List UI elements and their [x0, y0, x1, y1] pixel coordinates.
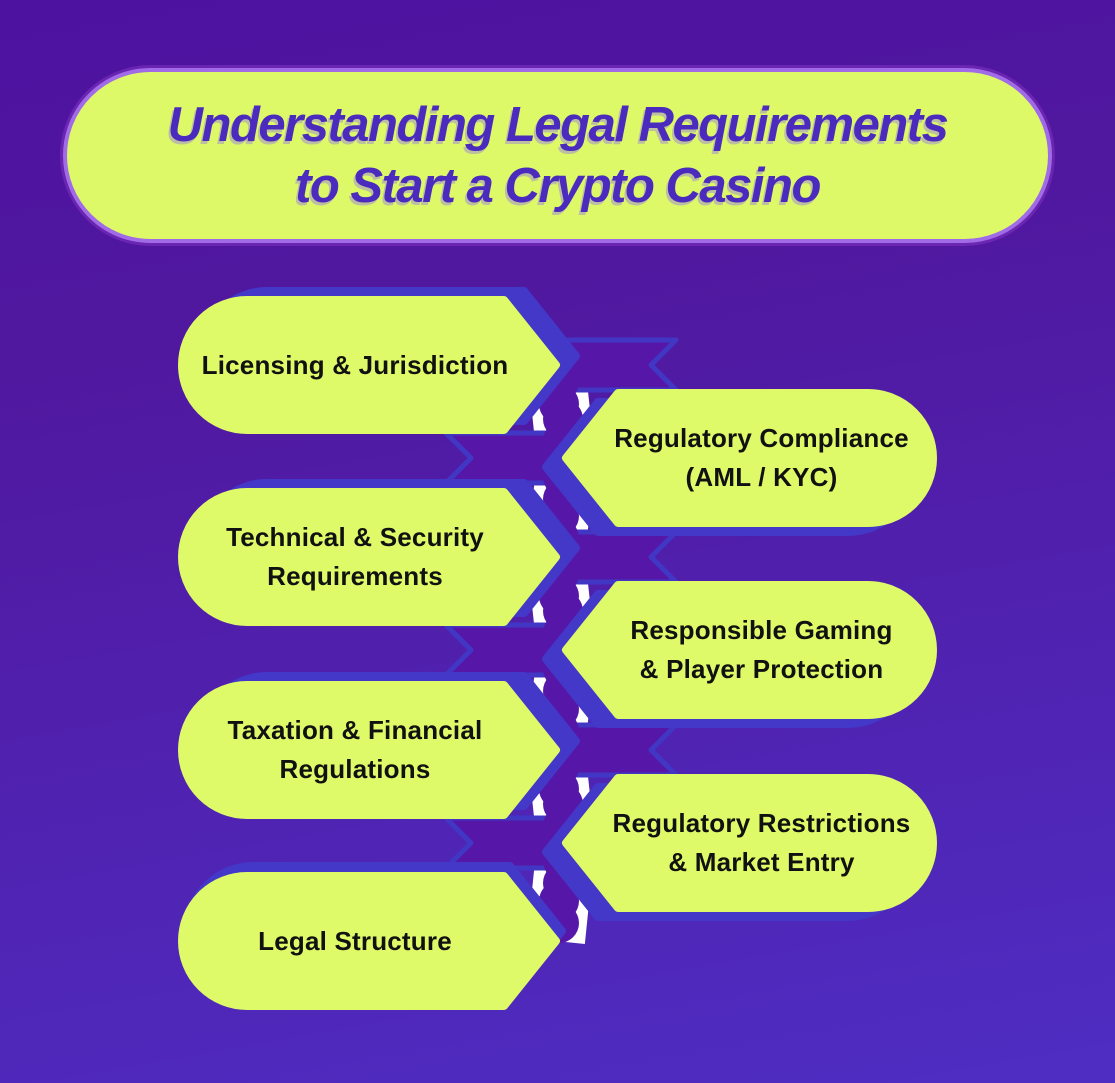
arrow-box-regulatory-compliance: [562, 389, 937, 527]
arrow-boxes: [178, 296, 937, 1010]
arrow-box-taxation-financial: [178, 681, 560, 819]
arrow-box-licensing-jurisdiction: [178, 296, 560, 434]
arrow-box-regulatory-restrictions: [562, 774, 937, 912]
arrow-box-responsible-gaming: [562, 581, 937, 719]
arrow-box-technical-security: [178, 488, 560, 626]
title-line-2: to Start a Crypto Casino: [295, 158, 821, 213]
arrow-box-legal-structure: [178, 872, 560, 1010]
title-banner: Understanding Legal Requirements to Star…: [63, 68, 1052, 243]
title-line-1: Understanding Legal Requirements: [167, 97, 949, 152]
